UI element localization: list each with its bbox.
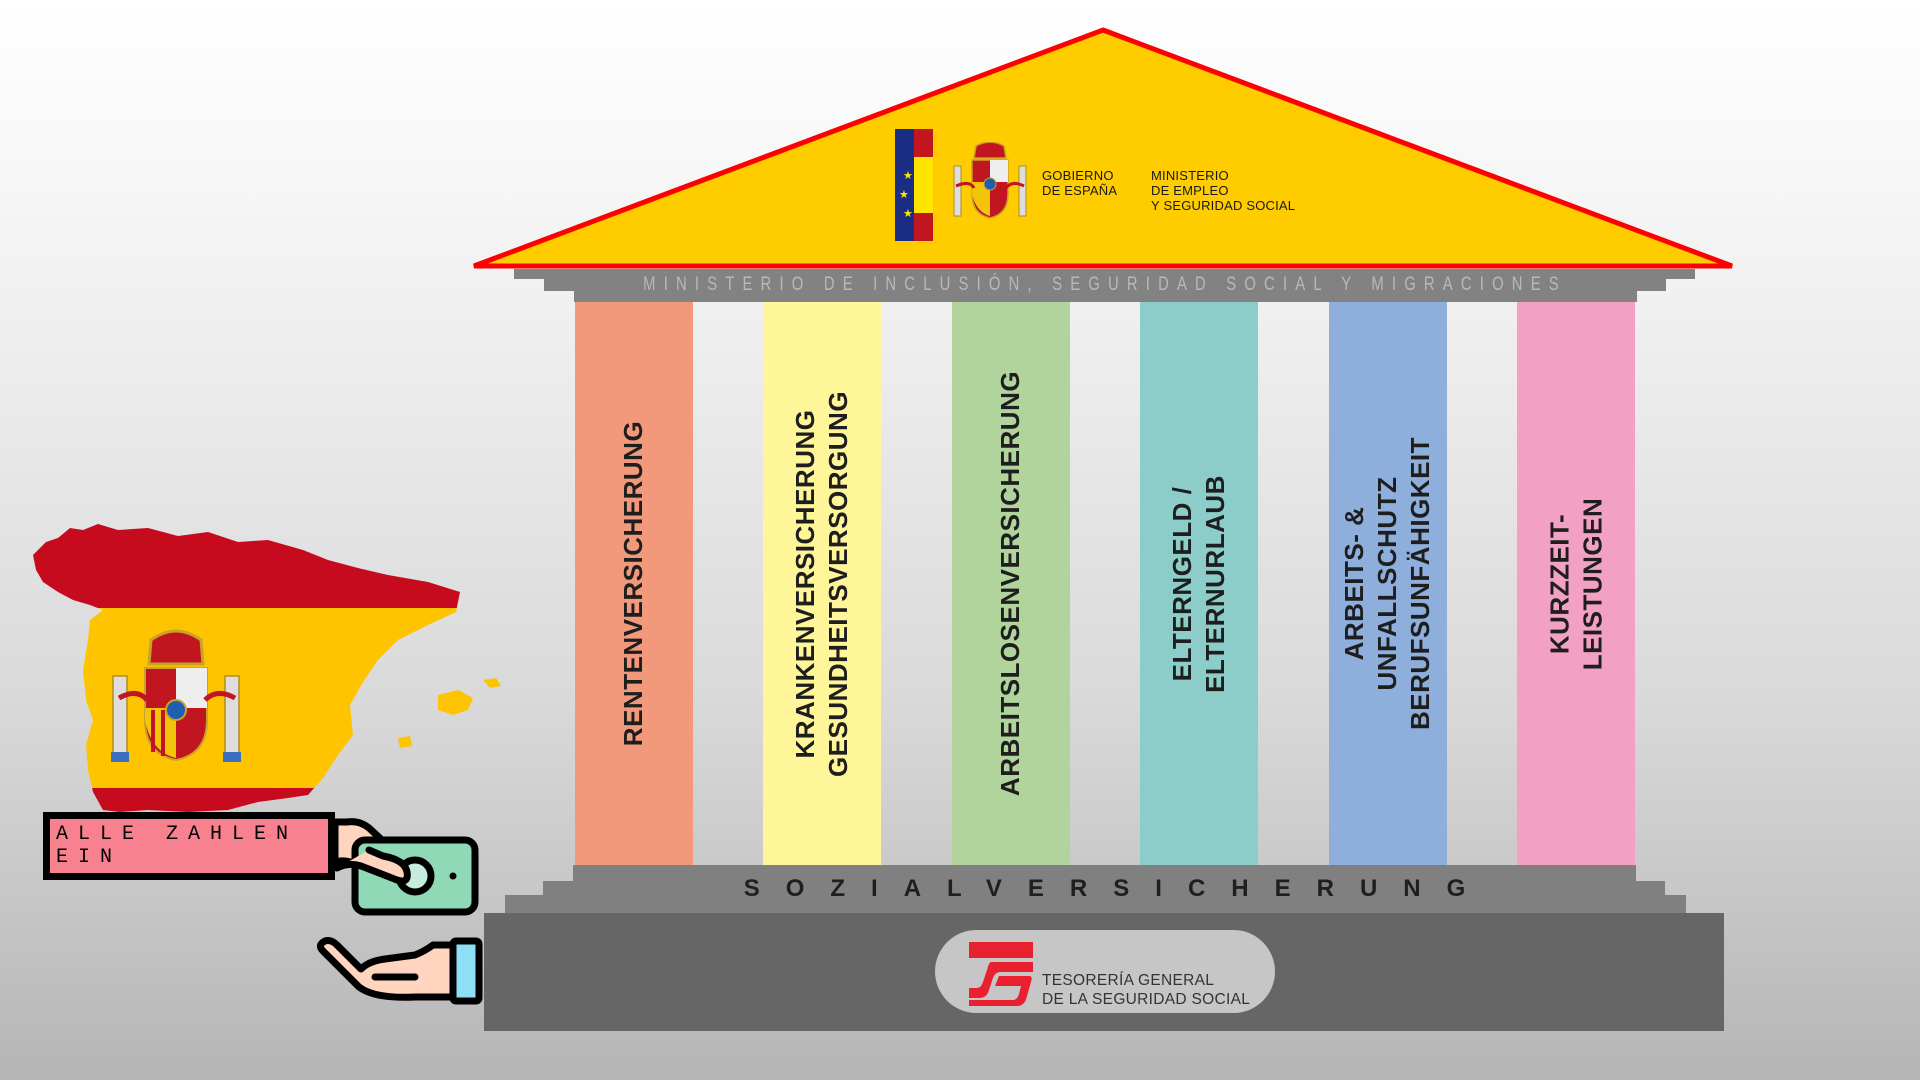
pillar-rentenversicherung: RENTENVERSICHERUNG <box>575 302 693 865</box>
pillar-elterngeld: ELTERNGELD / ELTERNURLAUB <box>1140 302 1258 865</box>
alle-zahlen-ein-label: ALLE ZAHLEN EIN <box>43 812 335 880</box>
open-hand-receiving-icon <box>316 937 483 1005</box>
pillar-arbeitslosenversicherung: ARBEITSLOSENVERSICHERUNG <box>952 302 1070 865</box>
tgss-name: TESORERÍA GENERAL DE LA SEGURIDAD SOCIAL <box>1042 972 1251 1008</box>
entablature-band <box>574 269 1637 302</box>
pillar-label: ELTERNGELD / ELTERNURLAUB <box>1167 474 1230 693</box>
foundation-band <box>573 865 1636 913</box>
pillar-label: KRANKENVERSICHERUNG GESUNDHEITSVERSORGUN… <box>790 390 854 777</box>
pillar-kurzzeit-leistungen: KURZZEIT-LEISTUNGEN <box>1517 302 1635 865</box>
svg-text:★: ★ <box>899 188 909 201</box>
gobierno-logo-text: GOBIERNO DE ESPAÑA <box>1042 168 1118 198</box>
svg-text:★: ★ <box>903 169 913 182</box>
hand-giving-money-icon <box>335 818 479 916</box>
pillar-label: ARBEITS- & UNFALLSCHUTZ BERUFSUNFÄHIGKEI… <box>1339 436 1436 731</box>
coat-of-arms-icon <box>953 142 1027 219</box>
tgss-logo-icon <box>969 942 1033 1006</box>
sozialversicherung-title: SOZIALVERSICHERUNG <box>743 875 1492 902</box>
entablature-title: MINISTERIO DE INCLUSIÓN, SEGURIDAD SOCIA… <box>643 274 1567 295</box>
pillar-label: RENTENVERSICHERUNG <box>618 420 649 747</box>
svg-text:★: ★ <box>903 207 913 220</box>
ministerio-logo-text: MINISTERIO DE EMPLEO Y SEGURIDAD SOCIAL <box>1151 168 1296 213</box>
pillar-krankenversicherung: KRANKENVERSICHERUNG GESUNDHEITSVERSORGUN… <box>763 302 881 865</box>
spain-map-flag-icon <box>33 524 501 812</box>
pillar-label: KURZZEIT-LEISTUNGEN <box>1544 497 1608 670</box>
eu-spain-flag-icon: ★ ★ ★ <box>895 129 933 241</box>
pillar-label: ARBEITSLOSENVERSICHERUNG <box>995 370 1026 797</box>
pillar-arbeits-unfallschutz: ARBEITS- & UNFALLSCHUTZ BERUFSUNFÄHIGKEI… <box>1329 302 1447 865</box>
